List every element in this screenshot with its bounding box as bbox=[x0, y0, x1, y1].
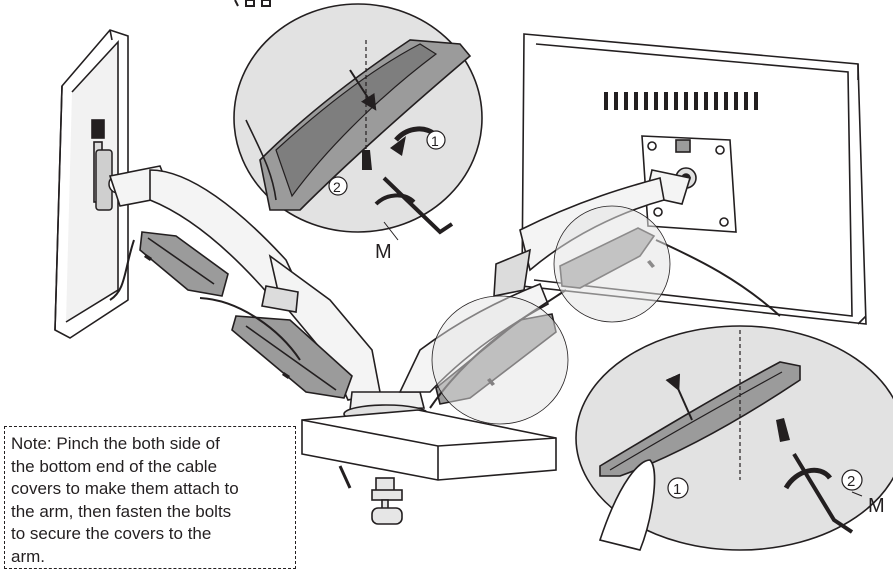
note-line-6: arm. bbox=[11, 546, 45, 566]
note-line-4: the arm, then fasten the bolts bbox=[11, 501, 232, 521]
bottom-callout-bolt-label: M bbox=[868, 495, 885, 517]
center-callout-circle bbox=[431, 295, 569, 425]
right-arm-callout-circle bbox=[553, 205, 671, 323]
top-detail-callout bbox=[233, 3, 483, 241]
note-box: Note: Pinch the both side of the bottom … bbox=[4, 426, 296, 569]
left-arm bbox=[108, 165, 381, 401]
right-monitor-vents bbox=[604, 92, 758, 110]
note-line-2: the bottom end of the cable bbox=[11, 456, 218, 476]
bottom-right-detail-callout bbox=[575, 325, 893, 551]
top-callout-bolt-label: M bbox=[375, 241, 392, 263]
left-lower-cable-cover bbox=[231, 315, 353, 399]
left-upper-cable-cover bbox=[139, 231, 229, 297]
top-callout-step-1-label: 1 bbox=[431, 133, 439, 149]
left-cable bbox=[109, 239, 301, 361]
note-line-3: covers to make them attach to bbox=[11, 479, 239, 499]
bottom-callout-step-2-label: 2 bbox=[847, 473, 855, 490]
left-screws bbox=[144, 254, 290, 379]
desk-clamp bbox=[338, 465, 403, 525]
note-line-5: to secure the covers to the bbox=[11, 524, 212, 544]
top-edge-fragment bbox=[234, 0, 271, 7]
left-monitor-vents bbox=[91, 119, 105, 139]
bottom-callout-step-1-label: 1 bbox=[673, 481, 681, 498]
desk bbox=[301, 409, 557, 481]
top-callout-step-2-label: 2 bbox=[333, 179, 341, 195]
note-line-1: Note: Pinch the both side of bbox=[11, 434, 220, 453]
